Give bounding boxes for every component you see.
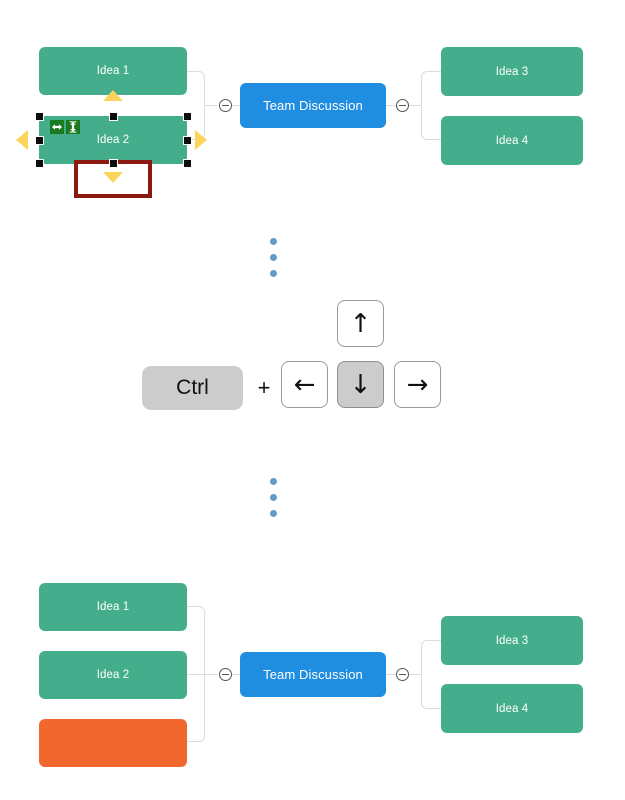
node-label: Idea 2 bbox=[96, 669, 130, 681]
collapse-left-icon[interactable] bbox=[219, 99, 232, 112]
node-new-empty-after[interactable] bbox=[39, 719, 187, 767]
arrow-down-key[interactable]: ↓ bbox=[337, 361, 384, 413]
connector-right-branch-after bbox=[421, 640, 441, 709]
arrow-up-key[interactable]: ↑ bbox=[337, 300, 384, 352]
connector-left-stem-after bbox=[205, 674, 218, 675]
node-label: Idea 4 bbox=[495, 134, 529, 147]
dot bbox=[270, 478, 277, 485]
node-idea-3[interactable]: Idea 3 bbox=[441, 47, 583, 96]
arrow-right-icon: → bbox=[406, 369, 429, 400]
node-label: Idea 3 bbox=[495, 634, 529, 647]
arrow-up-icon: ↑ bbox=[349, 308, 372, 339]
node-idea-2-after[interactable]: Idea 2 bbox=[39, 651, 187, 699]
move-up-arrow-icon[interactable] bbox=[103, 90, 123, 101]
arrow-right-key[interactable]: → bbox=[394, 361, 441, 413]
selection-handle-e[interactable] bbox=[183, 136, 192, 145]
ctrl-key[interactable]: Ctrl bbox=[142, 366, 243, 410]
selection-handle-se[interactable] bbox=[183, 159, 192, 168]
connector-left-mid-after bbox=[187, 674, 205, 675]
node-team-discussion[interactable]: Team Discussion bbox=[240, 83, 386, 128]
node-label: Team Discussion bbox=[263, 98, 363, 113]
selection-handle-s[interactable] bbox=[109, 159, 118, 168]
dot bbox=[270, 510, 277, 517]
dot bbox=[270, 238, 277, 245]
node-idea-4-after[interactable]: Idea 4 bbox=[441, 684, 583, 733]
node-label: Team Discussion bbox=[263, 667, 363, 682]
selection-handle-w[interactable] bbox=[35, 136, 44, 145]
arrow-down-icon: ↓ bbox=[349, 369, 372, 400]
connector-right-to-branch-after bbox=[409, 674, 421, 675]
resize-horizontal-icon[interactable] bbox=[50, 120, 64, 134]
move-left-arrow-icon[interactable] bbox=[16, 130, 28, 150]
connector-left-to-center bbox=[232, 105, 240, 106]
connector-right-branch bbox=[421, 71, 441, 140]
vertical-ellipsis-icon-top bbox=[270, 238, 277, 277]
dot bbox=[270, 254, 277, 261]
dot bbox=[270, 270, 277, 277]
node-label: Idea 1 bbox=[96, 65, 130, 77]
connector-right-stem bbox=[386, 105, 396, 106]
resize-vertical-icon[interactable] bbox=[66, 120, 80, 134]
node-label: Idea 2 bbox=[96, 134, 130, 146]
node-idea-4[interactable]: Idea 4 bbox=[441, 116, 583, 165]
ctrl-key-label: Ctrl bbox=[176, 376, 209, 399]
node-label: Idea 1 bbox=[96, 601, 130, 613]
selection-handle-ne[interactable] bbox=[183, 112, 192, 121]
node-idea-1-after[interactable]: Idea 1 bbox=[39, 583, 187, 631]
arrow-left-key[interactable]: ← bbox=[281, 361, 328, 413]
plus-sign: + bbox=[255, 375, 273, 401]
plus-label: + bbox=[257, 375, 271, 400]
connector-left-stem bbox=[205, 105, 218, 106]
node-team-discussion-after[interactable]: Team Discussion bbox=[240, 652, 386, 697]
node-label: Idea 3 bbox=[495, 65, 529, 78]
vertical-ellipsis-icon-bottom bbox=[270, 478, 277, 517]
arrow-left-icon: ← bbox=[293, 369, 316, 400]
node-idea-1[interactable]: Idea 1 bbox=[39, 47, 187, 95]
connector-left-to-center-after bbox=[232, 674, 240, 675]
selection-handle-nw[interactable] bbox=[35, 112, 44, 121]
move-right-arrow-icon[interactable] bbox=[195, 130, 207, 150]
move-down-arrow-icon[interactable] bbox=[103, 172, 123, 183]
connector-right-stem-after bbox=[386, 674, 396, 675]
collapse-left-icon-after[interactable] bbox=[219, 668, 232, 681]
node-idea-3-after[interactable]: Idea 3 bbox=[441, 616, 583, 665]
node-label: Idea 4 bbox=[495, 702, 529, 715]
collapse-right-icon-after[interactable] bbox=[396, 668, 409, 681]
connector-right-to-branch bbox=[409, 105, 421, 106]
selection-handle-sw[interactable] bbox=[35, 159, 44, 168]
selection-handle-n[interactable] bbox=[109, 112, 118, 121]
dot bbox=[270, 494, 277, 501]
collapse-right-icon[interactable] bbox=[396, 99, 409, 112]
node-idea-2-selected[interactable]: Idea 2 bbox=[39, 116, 187, 164]
